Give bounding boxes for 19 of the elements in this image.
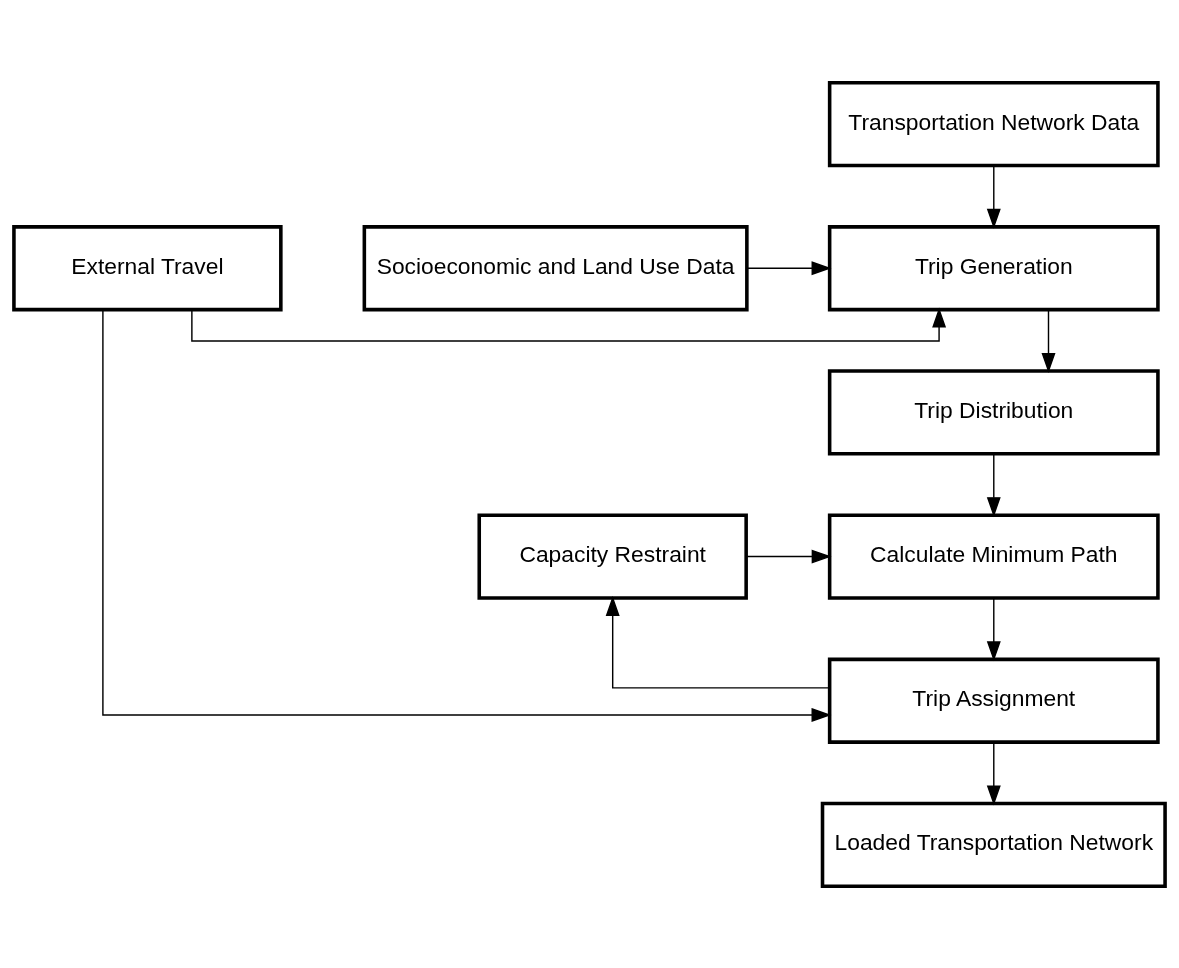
node-box: Trip Distribution [827, 368, 1160, 456]
node-box: External Travel [12, 224, 283, 311]
node-box: Trip Generation [827, 224, 1160, 311]
arrow [986, 452, 1001, 517]
arrow [986, 597, 1001, 661]
arrow [102, 308, 832, 722]
node-box: Trip Assignment [827, 657, 1160, 744]
arrow [605, 595, 831, 689]
node-box: Socioeconomic and Land Use Data [362, 224, 749, 311]
arrow [986, 164, 1001, 229]
node-box: Calculate Minimum Path [827, 512, 1160, 600]
arrow [986, 741, 1001, 805]
node-box: Transportation Network Data [827, 80, 1160, 167]
arrow [746, 260, 832, 275]
node-box: Loaded Transportation Network [820, 801, 1167, 888]
arrow [191, 307, 947, 342]
arrow [745, 549, 832, 564]
arrow [1041, 308, 1056, 373]
node-box: Capacity Restraint [477, 512, 748, 600]
